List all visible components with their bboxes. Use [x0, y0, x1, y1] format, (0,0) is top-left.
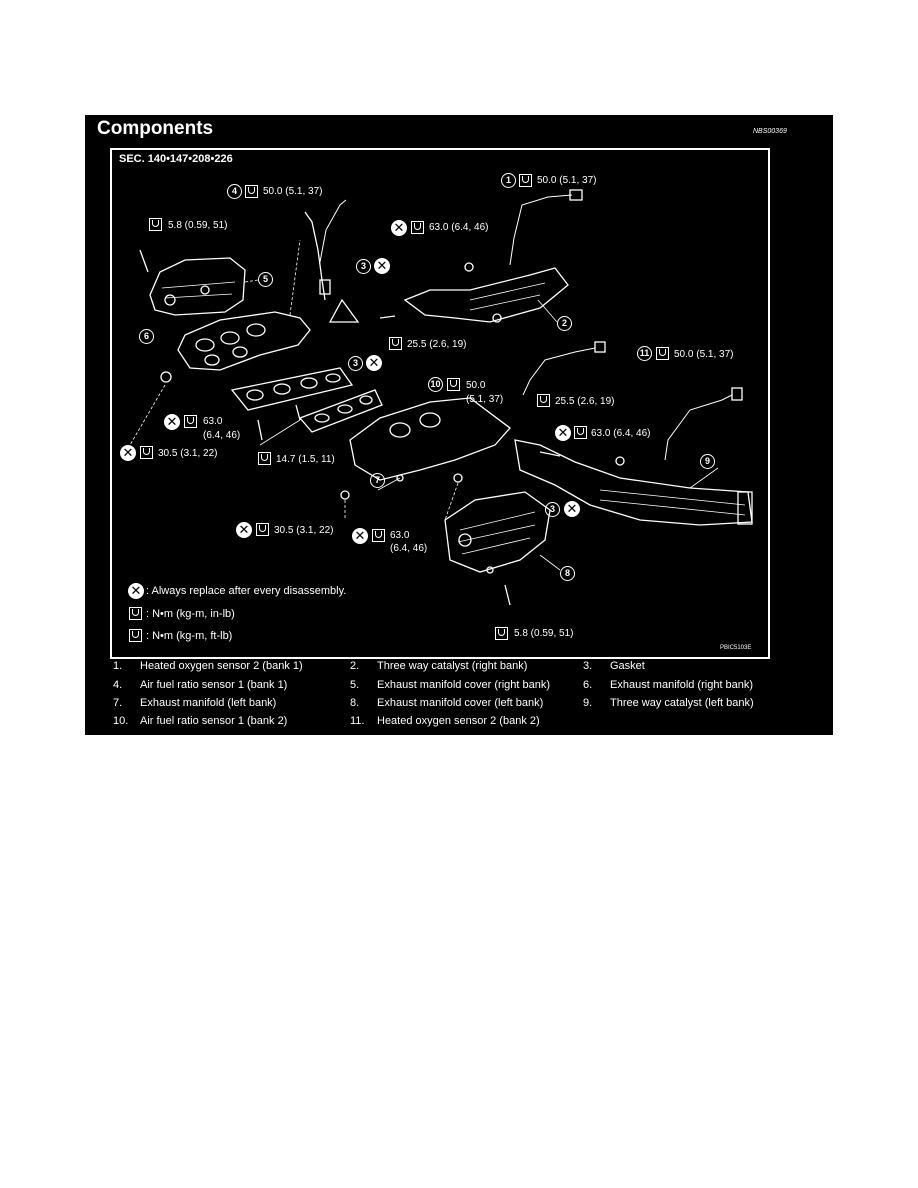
component-item: 8.Exhaust manifold cover (left bank) [350, 697, 544, 709]
component-item: 5.Exhaust manifold cover (right bank) [350, 679, 551, 691]
callout-10: 10 [428, 377, 443, 392]
torque-stud-left: 25.5 (2.6, 19) [555, 396, 615, 407]
section-code: SEC. 140•147•208•226 [119, 153, 233, 165]
replace-icon: ✕ [366, 355, 382, 371]
catalyst-right [403, 267, 569, 323]
torque-nut-bottom-mid-a: 63.0 [390, 530, 410, 541]
callout-8: 8 [560, 566, 575, 581]
torque-ftlb-icon [184, 415, 197, 428]
gasket-flange-right [328, 298, 360, 323]
gasket-left-bank [298, 389, 383, 433]
torque-ftlb-icon [447, 378, 460, 391]
torque-nut-bottom: 30.5 (3.1, 22) [274, 525, 334, 536]
torque-ftlb-icon [537, 394, 550, 407]
legend-replace: : Always replace after every disassembly… [146, 585, 347, 597]
component-item: 4.Air fuel ratio sensor 1 (bank 1) [113, 679, 288, 691]
replace-icon: ✕ [391, 220, 407, 236]
component-item: 9.Three way catalyst (left bank) [583, 697, 754, 709]
callout-4: 4 [227, 184, 242, 199]
torque-ftlb-icon [245, 185, 258, 198]
torque-nut-left-cat: 63.0 (6.4, 46) [591, 428, 651, 439]
component-item: 11.Heated oxygen sensor 2 (bank 2) [350, 715, 540, 727]
replace-icon: ✕ [374, 258, 390, 274]
callout-6: 6 [139, 329, 154, 344]
callout-5: 5 [258, 272, 273, 287]
torque-nut-mid-b: (6.4, 46) [203, 430, 241, 441]
torque-c5-bolt: 5.8 (0.59, 51) [168, 220, 228, 231]
torque-stud-bank: 14.7 (1.5, 11) [276, 454, 335, 465]
callout-9: 9 [700, 454, 715, 469]
callout-3: 3 [545, 502, 560, 517]
manifold-cover-left [444, 491, 551, 573]
replace-icon: ✕ [128, 583, 144, 599]
component-item: 1.Heated oxygen sensor 2 (bank 1) [113, 660, 303, 672]
component-item: 10.Air fuel ratio sensor 1 (bank 2) [113, 715, 288, 727]
torque-ftlb-icon [256, 523, 269, 536]
torque-c10-a: 50.0 [466, 380, 486, 391]
components-panel [85, 115, 833, 735]
diagram-frame [110, 148, 770, 659]
torque-ftlb-icon [129, 629, 142, 642]
reference-code: NBS00369 [753, 128, 787, 135]
torque-ftlb-icon [519, 174, 532, 187]
torque-inlb-icon [149, 218, 162, 231]
replace-icon: ✕ [352, 528, 368, 544]
torque-nut-left-side: 30.5 (3.1, 22) [158, 448, 218, 459]
torque-c11: 50.0 (5.1, 37) [674, 349, 734, 360]
component-item: 3.Gasket [583, 660, 645, 672]
callout-3: 3 [348, 356, 363, 371]
section-heading: Components [97, 118, 214, 139]
callout-3: 3 [356, 259, 371, 274]
replace-icon: ✕ [555, 425, 571, 441]
torque-ftlb-icon [258, 452, 271, 465]
replace-icon: ✕ [564, 501, 580, 517]
replace-icon: ✕ [236, 522, 252, 538]
replace-icon: ✕ [164, 414, 180, 430]
callout-7: 7 [370, 473, 385, 488]
component-item: 2.Three way catalyst (right bank) [350, 660, 528, 672]
legend-torque-inlb: : N•m (kg-m, in-lb) [146, 608, 235, 620]
torque-nut-mid-a: 63.0 [203, 416, 223, 427]
callout-2: 2 [557, 316, 572, 331]
component-item: 6.Exhaust manifold (right bank) [583, 679, 754, 691]
torque-c8-bolt: 5.8 (0.59, 51) [514, 628, 574, 639]
torque-ftlb-icon [656, 347, 669, 360]
torque-c1: 50.0 (5.1, 37) [537, 175, 597, 186]
gasket-right-bank [230, 367, 354, 411]
torque-ftlb-icon [140, 446, 153, 459]
picture-id: PBIC5103E [720, 645, 752, 651]
torque-nut-right: 63.0 (6.4, 46) [429, 222, 489, 233]
torque-stud-right: 25.5 (2.6, 19) [407, 339, 467, 350]
torque-c4: 50.0 (5.1, 37) [263, 186, 323, 197]
torque-ftlb-icon [574, 426, 587, 439]
torque-nut-bottom-mid-b: (6.4, 46) [390, 543, 428, 554]
torque-ftlb-icon [389, 337, 402, 350]
torque-inlb-icon [495, 627, 508, 640]
manifold-left [349, 397, 511, 481]
component-item: 7.Exhaust manifold (left bank) [113, 697, 277, 709]
torque-inlb-icon [129, 607, 142, 620]
callout-1: 1 [501, 173, 516, 188]
legend-torque-ftlb: : N•m (kg-m, ft-lb) [146, 630, 233, 642]
replace-icon: ✕ [120, 445, 136, 461]
manifold-cover-right [149, 257, 246, 316]
torque-c10-b: (5.1, 37) [466, 394, 504, 405]
torque-ftlb-icon [411, 221, 424, 234]
manifold-right [177, 311, 311, 371]
callout-11: 11 [637, 346, 652, 361]
torque-ftlb-icon [372, 529, 385, 542]
